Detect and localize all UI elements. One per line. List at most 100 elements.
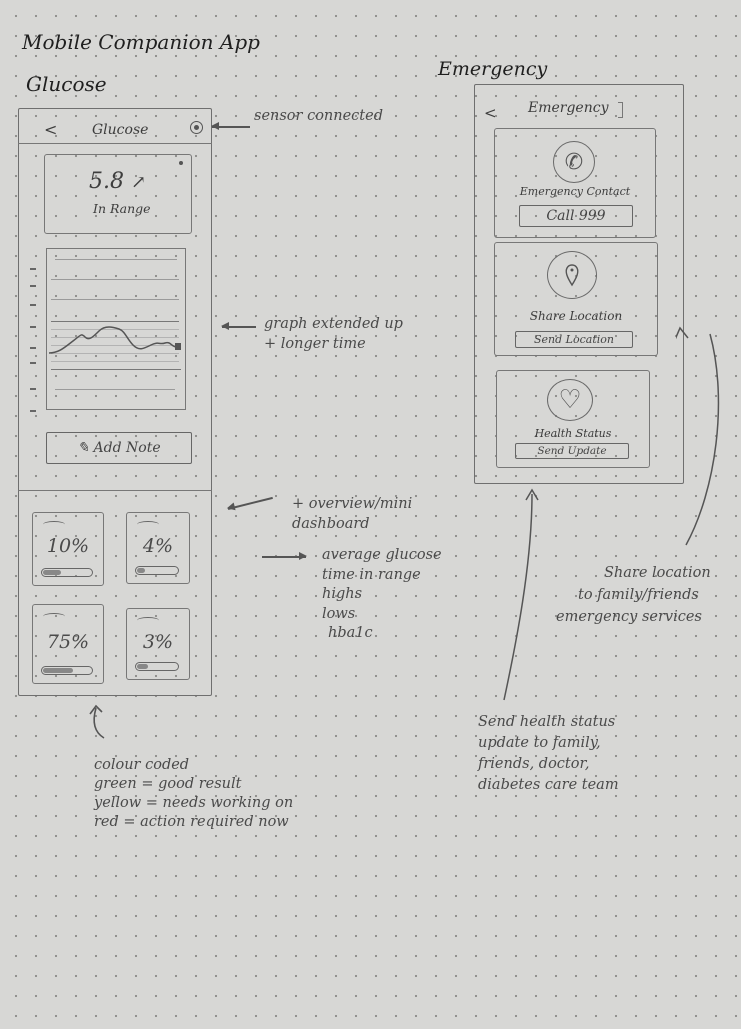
- dashboard-annotation-line: dashboard: [292, 516, 370, 532]
- header-divider: [18, 143, 212, 145]
- add-note-button[interactable]: ✎ Add Note: [46, 432, 192, 464]
- share-location-annotation: Share location to family/friends emergen…: [550, 562, 711, 628]
- graph-annotation: graph extended up + longer time: [264, 314, 403, 354]
- health-status-arrow: [503, 488, 539, 701]
- range-label: In Range: [93, 201, 151, 216]
- dashboard-annotation: + overview/mini dashboard: [292, 494, 412, 534]
- metrics-annotation-arrow: [262, 553, 307, 559]
- axis-tick: [30, 268, 36, 270]
- graph-annotation-line: graph extended up: [264, 316, 403, 332]
- glucose-reading-card: 5.8 ↗ In Range: [44, 154, 192, 234]
- tile-progress-bar: [135, 662, 179, 671]
- tile-progress-bar: [135, 566, 179, 575]
- axis-tick: [30, 362, 36, 364]
- axis-tick: [30, 285, 36, 287]
- emergency-phone-frame: [474, 84, 684, 484]
- sensor-status-icon[interactable]: [190, 121, 203, 134]
- health-status-annotation: Send health status update to family, fri…: [478, 712, 619, 796]
- dashboard-tile[interactable]: 10%: [32, 512, 104, 586]
- annotation-line: emergency services: [556, 609, 702, 625]
- card-menu-dot: [179, 161, 183, 165]
- dashboard-tile[interactable]: 3%: [126, 608, 190, 680]
- glucose-trend-line: [48, 326, 181, 354]
- send-location-button[interactable]: Send Location: [515, 331, 633, 348]
- metric-lows: lows: [322, 605, 356, 622]
- axis-tick: [30, 326, 36, 328]
- pencil-icon: ✎: [77, 440, 90, 456]
- sensor-dot: [194, 125, 199, 130]
- metric-average-glucose: average glucose: [322, 547, 442, 563]
- back-button[interactable]: <: [44, 120, 58, 139]
- annotation-line: Share location: [604, 565, 711, 581]
- share-location-arrow: [676, 326, 720, 546]
- emergency-card-health: ♡ Health Status Send Update: [496, 370, 650, 468]
- tile-label-placeholder: [137, 521, 159, 528]
- annotation-line: diabetes care team: [478, 777, 619, 793]
- graph-gridline: [51, 345, 179, 347]
- glucose-section-heading: Glucose: [26, 72, 107, 96]
- dashboard-annotation-line: + overview/mini: [292, 496, 413, 512]
- dashboard-tile[interactable]: 75%: [32, 604, 104, 684]
- emergency-card-location: Share Location Send Location: [494, 242, 658, 356]
- annotation-line: to family/friends: [578, 587, 699, 603]
- axis-tick: [30, 410, 36, 412]
- graph-gridline: [51, 337, 179, 339]
- tile-value: 4%: [142, 535, 174, 557]
- axis-tick: [30, 388, 36, 390]
- annotation-line: update to family,: [478, 735, 601, 751]
- tile-label-placeholder: [43, 521, 65, 528]
- sensor-annotation: sensor connected: [254, 108, 383, 124]
- emergency-back-button[interactable]: <: [484, 104, 497, 122]
- graph-annotation-arrow: [221, 323, 256, 329]
- metric-hba1c: hba1c: [328, 625, 373, 641]
- colour-yellow: yellow = needs working on: [94, 795, 294, 811]
- glucose-phone-frame: [18, 108, 212, 696]
- screen-divider: [18, 490, 212, 492]
- call-999-button[interactable]: Call 999: [519, 205, 633, 227]
- tile-progress-bar: [41, 666, 93, 675]
- tile-value: 3%: [142, 631, 174, 653]
- card-label: Emergency Contact: [519, 185, 631, 198]
- metrics-list: average glucose time in range highs lows…: [322, 546, 442, 644]
- sensor-annotation-arrow: [211, 123, 250, 129]
- colour-green: green = good result: [94, 776, 242, 792]
- trend-arrow-icon: ↗: [131, 172, 147, 193]
- send-update-button[interactable]: Send Update: [515, 443, 629, 459]
- dashboard-annotation-arrow: [227, 496, 273, 510]
- graph-gridline: [55, 389, 175, 391]
- glucose-graph[interactable]: [46, 248, 186, 410]
- graph-gridline: [51, 361, 179, 363]
- metric-time-in-range: time in range: [322, 566, 421, 583]
- add-note-label: Add Note: [93, 440, 161, 456]
- graph-gridline: [51, 353, 179, 355]
- emergency-screen-title: Emergency: [528, 100, 609, 116]
- annotation-line: friends, doctor,: [478, 756, 590, 772]
- glucose-value: 5.8: [89, 169, 124, 194]
- colour-coded-heading: colour coded: [94, 757, 190, 773]
- colour-code-arrow: [89, 704, 105, 739]
- location-pin-icon[interactable]: [547, 251, 597, 299]
- pin-glyph: [565, 264, 579, 287]
- annotation-line: Send health status: [478, 714, 616, 730]
- phone-icon[interactable]: ✆: [553, 141, 595, 183]
- dashboard-tile[interactable]: 4%: [126, 512, 190, 584]
- tile-progress-bar: [41, 568, 93, 577]
- colour-coding-notes: colour coded green = good result yellow …: [94, 756, 293, 832]
- emergency-section-heading: Emergency: [438, 58, 548, 80]
- graph-gridline: [51, 279, 179, 281]
- graph-range-lower: [51, 369, 181, 371]
- emergency-card-contact: ✆ Emergency Contact Call 999: [494, 128, 656, 238]
- metric-highs: highs: [322, 586, 363, 602]
- graph-gridline: [51, 299, 179, 301]
- card-label: Share Location: [529, 309, 623, 323]
- graph-gridline: [51, 329, 179, 331]
- page-title: Mobile Companion App: [22, 30, 260, 54]
- tile-value: 10%: [46, 535, 90, 557]
- axis-tick: [30, 304, 36, 306]
- colour-red: red = action required now: [94, 814, 289, 830]
- graph-gridline: [55, 259, 177, 261]
- title-bracket: [618, 102, 623, 118]
- heart-icon[interactable]: ♡: [547, 379, 593, 421]
- glucose-screen-title: Glucose: [92, 122, 149, 138]
- graph-annotation-line: + longer time: [264, 336, 366, 352]
